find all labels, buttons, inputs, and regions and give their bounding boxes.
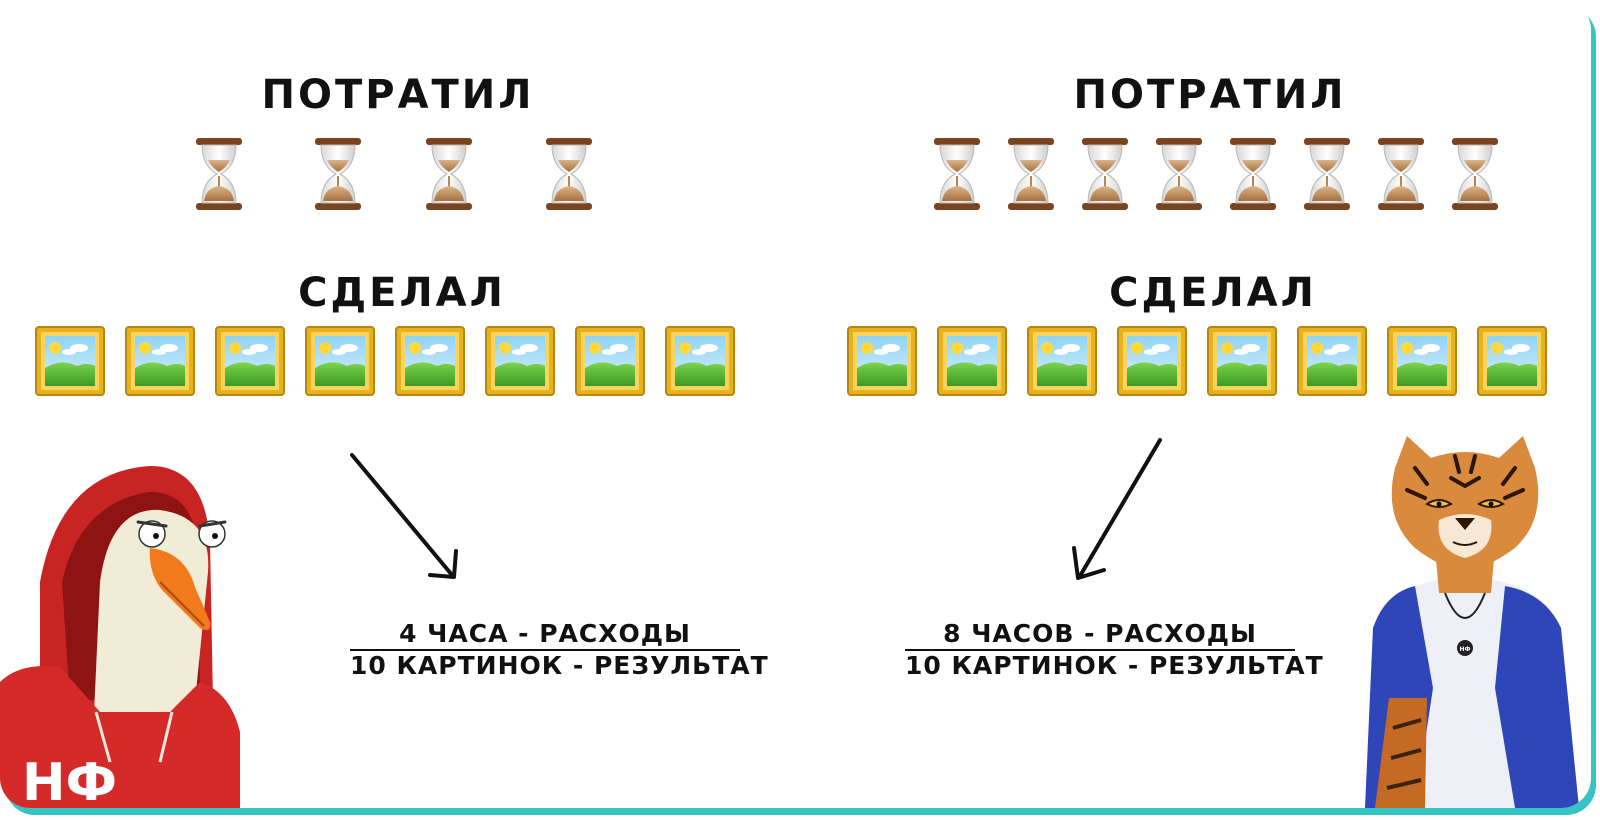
framed-picture-icon <box>1117 326 1187 396</box>
hourglass-icon <box>544 136 594 212</box>
hourglass-icon <box>194 136 244 212</box>
right-arrow-icon <box>1072 438 1162 580</box>
pendant-logo: НФ <box>1460 646 1471 653</box>
framed-picture-icon <box>395 326 465 396</box>
hourglass-icon <box>1450 136 1500 212</box>
left-expense-line: 4 ЧАСА - РАСХОДЫ <box>350 619 740 651</box>
framed-picture-icon <box>1387 326 1457 396</box>
left-result-line: 10 КАРТИНОК - РЕЗУЛЬТАТ <box>350 651 769 680</box>
hourglass-icon <box>1154 136 1204 212</box>
right-spent-heading: ПОТРАТИЛ <box>1073 72 1347 118</box>
hourglass-icon <box>424 136 474 212</box>
framed-picture-icon <box>1207 326 1277 396</box>
hourglass-icon <box>313 136 363 212</box>
tiger-character-illustration: НФ <box>1355 428 1591 808</box>
framed-picture-icon <box>575 326 645 396</box>
framed-picture-icon <box>1027 326 1097 396</box>
framed-picture-icon <box>215 326 285 396</box>
right-made-heading: СДЕЛАЛ <box>1109 270 1317 316</box>
framed-picture-icon <box>125 326 195 396</box>
framed-picture-icon <box>847 326 917 396</box>
left-hourglass-row <box>0 136 800 212</box>
hourglass-icon <box>1302 136 1352 212</box>
framed-picture-icon <box>665 326 735 396</box>
hourglass-icon <box>1080 136 1130 212</box>
goose-character-illustration: НФ <box>0 462 240 808</box>
right-result-line: 10 КАРТИНОК - РЕЗУЛЬТАТ <box>905 651 1324 680</box>
left-efficiency-formula: 4 ЧАСА - РАСХОДЫ 10 КАРТИНОК - РЕЗУЛЬТАТ <box>350 619 769 680</box>
hourglass-icon <box>1006 136 1056 212</box>
left-spent-heading: ПОТРАТИЛ <box>261 72 535 118</box>
framed-picture-icon <box>1297 326 1367 396</box>
slide-card: ПОТРАТИЛ СДЕЛАЛ <box>0 72 1591 808</box>
hourglass-icon <box>1376 136 1426 212</box>
framed-picture-icon <box>1477 326 1547 396</box>
right-efficiency-formula: 8 ЧАСОВ - РАСХОДЫ 10 КАРТИНОК - РЕЗУЛЬТА… <box>905 619 1324 680</box>
right-expense-line: 8 ЧАСОВ - РАСХОДЫ <box>905 619 1295 651</box>
left-picture-row <box>0 326 800 402</box>
right-hourglass-row <box>800 136 1591 212</box>
framed-picture-icon <box>485 326 555 396</box>
framed-picture-icon <box>305 326 375 396</box>
framed-picture-icon <box>937 326 1007 396</box>
framed-picture-icon <box>35 326 105 396</box>
right-picture-row <box>800 326 1591 402</box>
left-arrow-icon <box>350 453 458 579</box>
hoodie-logo: НФ <box>22 753 117 808</box>
hourglass-icon <box>932 136 982 212</box>
left-made-heading: СДЕЛАЛ <box>298 270 506 316</box>
hourglass-icon <box>1228 136 1278 212</box>
